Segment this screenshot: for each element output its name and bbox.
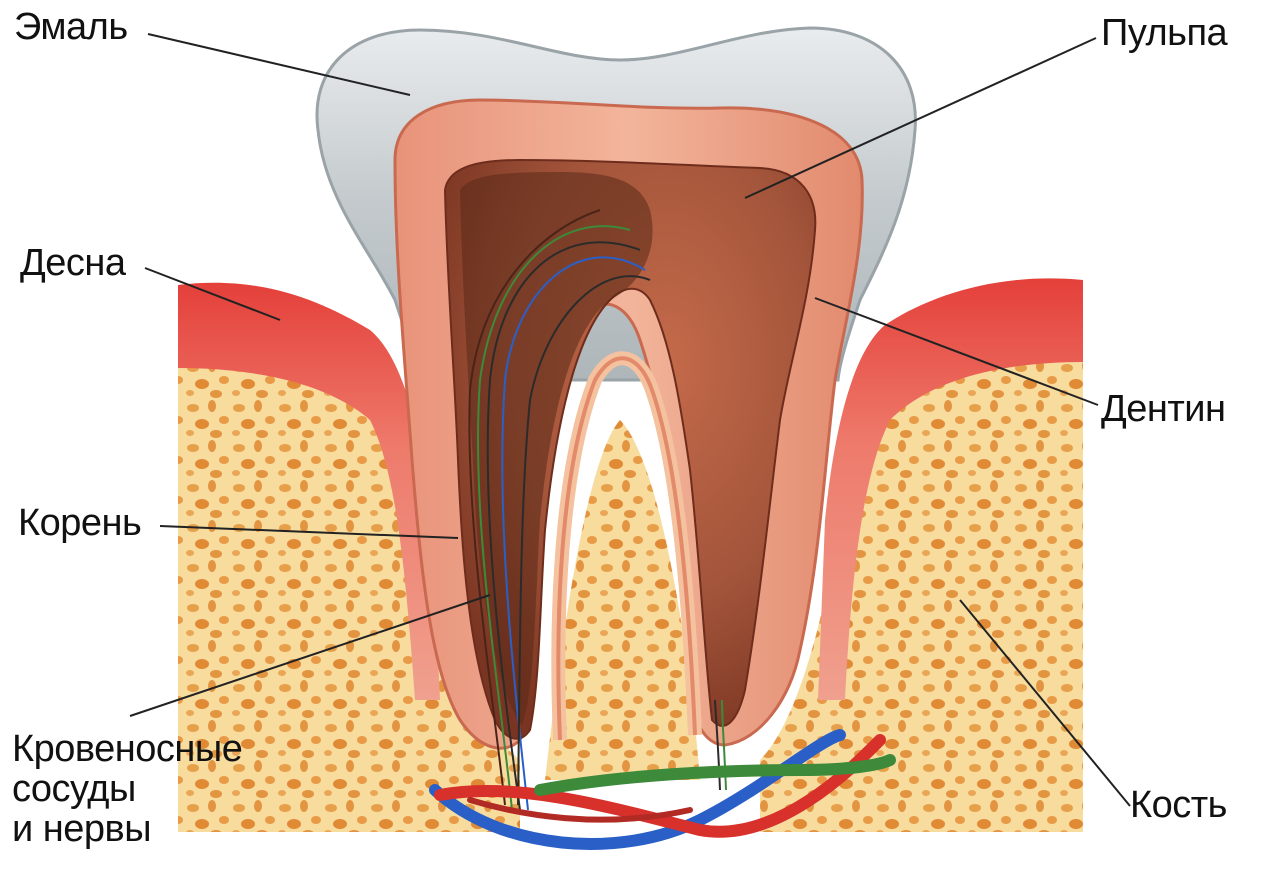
bone [178,350,1083,832]
label-enamel: Эмаль [14,8,128,48]
label-bone: Кость [1130,786,1227,826]
label-vessels-line1: Кровеносные [12,730,242,770]
label-vessels-line2: сосуды [12,770,242,810]
label-root: Корень [18,504,141,544]
label-dentin: Дентин [1101,390,1225,430]
label-gum: Десна [20,244,126,284]
label-vessels-line3: и нервы [12,810,242,850]
label-pulp: Пульпа [1101,14,1227,54]
label-vessels-nerves: Кровеносные сосуды и нервы [12,730,242,850]
